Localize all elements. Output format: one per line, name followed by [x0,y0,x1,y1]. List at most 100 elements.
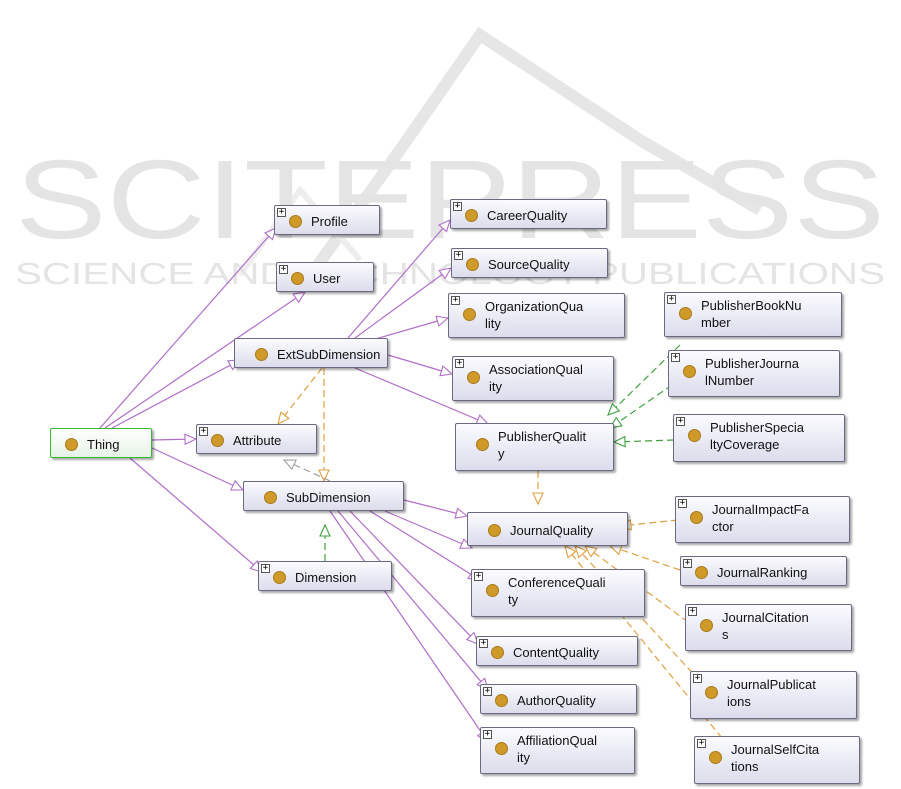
class-dot-icon [255,347,268,361]
edge-arrowhead-21 [532,492,544,506]
class-node-content[interactable]: +ContentQuality [476,636,638,666]
class-node-user[interactable]: + User [276,262,374,292]
class-dot-icon [709,751,722,764]
edge-arrowhead-29 [564,544,577,559]
edge-line-13 [369,510,481,581]
expand-icon[interactable]: + [483,686,492,696]
edge-line-17 [277,367,323,425]
expand-icon[interactable]: + [697,738,706,748]
class-label: AssociationQual ity [489,362,583,394]
edge-line-1 [104,291,306,429]
class-dot-icon [683,365,696,378]
class-label: SubDimension [286,489,371,505]
edge-arrowhead-18 [318,469,330,483]
edge-line-4 [151,447,244,491]
edge-arrowhead-3 [184,433,198,446]
edge-arrowhead-4 [230,479,245,491]
expand-icon[interactable]: + [667,294,676,304]
class-node-affil[interactable]: +AffiliationQual ity [480,727,635,774]
expand-icon[interactable]: + [479,638,488,648]
class-dot-icon [476,438,489,451]
class-node-attribute[interactable]: + Attribute [196,424,317,454]
class-label: JournalRanking [717,564,808,580]
edge-line-5 [129,457,263,573]
class-node-author[interactable]: +AuthorQuality [480,684,637,714]
class-dot-icon [495,742,508,755]
expand-icon[interactable]: + [277,207,286,217]
edge-arrowhead-6 [438,218,451,233]
class-dot-icon [486,584,499,597]
expand-icon[interactable]: + [261,563,270,573]
edge-line-7 [354,267,452,339]
edge-line-20 [283,459,331,482]
class-node-assoc[interactable]: + AssociationQual ity [452,356,614,401]
expand-icon[interactable]: + [453,201,462,211]
class-node-jif[interactable]: + JournalImpactFa ctor [675,496,850,543]
edge-line-0 [99,227,277,429]
class-node-conf[interactable]: +ConferenceQuali ty [471,569,645,617]
expand-icon[interactable]: + [455,358,464,368]
class-label: PublisherJourna lNumber [705,356,799,388]
class-node-pbook[interactable]: + PublisherBookNu mber [664,292,842,337]
edge-line-12 [384,510,473,549]
class-node-source[interactable]: + SourceQuality [451,248,608,278]
expand-icon[interactable]: + [676,416,685,426]
class-label: SourceQuality [488,256,570,272]
edge-arrowhead-7 [438,267,453,280]
class-node-org[interactable]: +OrganizationQua lity [448,293,625,338]
class-node-jcit[interactable]: +JournalCitation s [685,604,852,651]
expand-icon[interactable]: + [683,558,692,568]
class-dot-icon [700,619,713,632]
class-dot-icon [264,490,277,504]
class-node-extsub[interactable]: ExtSubDimension [234,338,388,368]
expand-icon[interactable]: + [678,498,687,508]
edge-arrowhead-14 [465,631,479,645]
expand-icon[interactable]: + [483,729,492,739]
class-node-jpub[interactable]: +JournalPublicat ions [690,671,857,719]
expand-icon[interactable]: + [279,264,288,274]
class-dot-icon [211,433,224,447]
expand-icon[interactable]: + [474,571,483,581]
class-node-jself[interactable]: +JournalSelfCita tions [694,736,860,784]
class-label: JournalQuality [510,522,594,538]
class-label: Profile [311,213,348,229]
class-node-journalq[interactable]: JournalQuality [467,512,628,546]
class-node-pspec[interactable]: + PublisherSpecia ltyCoverage [673,414,845,462]
edge-line-8 [371,317,449,341]
edge-arrowhead-28 [574,545,588,559]
class-dot-icon [463,308,476,321]
edge-arrowhead-19 [319,523,331,537]
class-label: PublisherSpecia ltyCoverage [710,420,804,452]
expand-icon[interactable]: + [671,352,680,362]
edge-arrowhead-1 [292,291,307,304]
class-label: Thing [87,436,120,452]
class-label: PublisherBookNu mber [701,298,802,330]
class-node-dimension[interactable]: +Dimension [258,561,392,591]
class-node-jrank[interactable]: + JournalRanking [680,556,847,586]
expand-icon[interactable]: + [693,673,702,683]
edge-line-14 [349,510,479,645]
edge-arrowhead-24 [612,435,626,448]
edge-arrowhead-22 [607,402,621,416]
class-node-pjournal[interactable]: + PublisherJourna lNumber [668,350,840,397]
class-node-career[interactable]: +CareerQuality [450,199,607,229]
class-dot-icon [695,565,708,579]
expand-icon[interactable]: + [199,426,208,436]
class-node-profile[interactable]: + Profile [274,205,380,235]
edge-arrowhead-26 [608,544,623,556]
class-label: ExtSubDimension [277,346,381,362]
edge-line-6 [347,219,451,339]
class-label: Attribute [233,432,282,448]
edge-arrowhead-11 [454,507,469,519]
expand-icon[interactable]: + [454,250,463,260]
class-node-thing[interactable]: Thing [50,428,152,458]
edge-arrowhead-20 [282,459,297,471]
class-node-publisherq[interactable]: PublisherQualit y [455,423,614,471]
expand-icon[interactable]: + [688,606,697,616]
class-dot-icon [466,257,479,271]
class-node-subdim[interactable]: SubDimension [243,481,404,511]
class-label: JournalImpactFa ctor [712,502,809,534]
class-label: User [313,270,341,286]
expand-icon[interactable]: + [451,295,460,305]
